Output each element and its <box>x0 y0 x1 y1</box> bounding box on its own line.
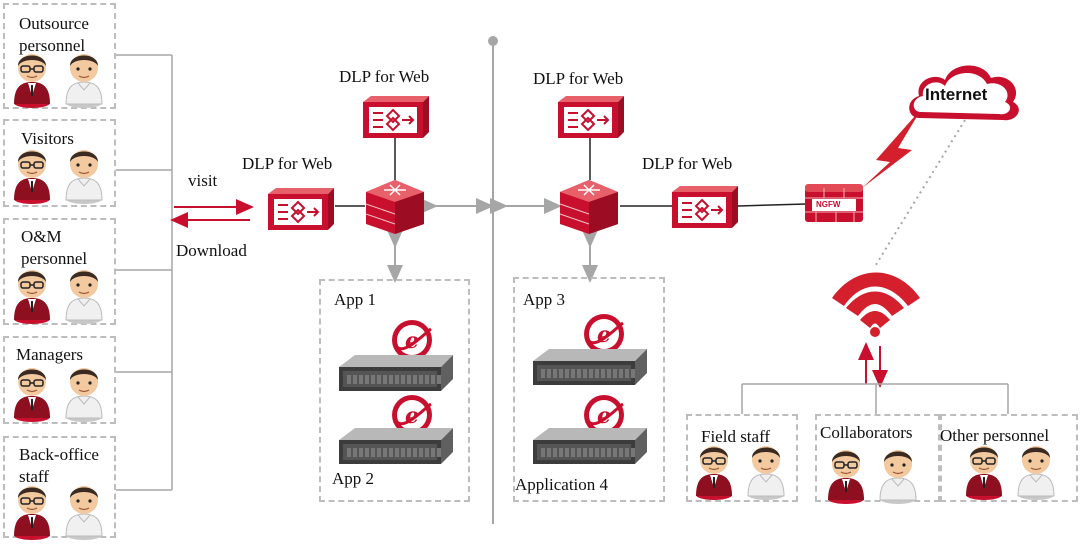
lightning-bolt <box>862 108 922 188</box>
remote-group-other: Other personnel <box>940 414 1078 502</box>
person-casual-icon <box>64 146 104 209</box>
internet-cloud: Internet <box>905 58 1023 124</box>
download-label: Download <box>176 241 247 260</box>
person-suit-icon <box>12 146 52 209</box>
browser-icon: e <box>583 394 625 441</box>
person-suit-icon <box>826 446 866 509</box>
person-suit-icon <box>12 482 52 545</box>
browser-icon: e <box>391 319 433 366</box>
user-group-managers: Managers <box>3 336 116 424</box>
core-switch-left <box>362 176 428 241</box>
dlp-device-top-right <box>556 94 624 145</box>
user-group-outsource: Outsource personnel <box>3 3 116 109</box>
app-label: App 3 <box>523 290 566 309</box>
dlp-label: DLP for Web <box>242 154 333 173</box>
internet-label: Internet <box>925 85 988 104</box>
ngfw-firewall: NGFW <box>804 182 864 224</box>
browser-icon: e <box>391 394 433 441</box>
user-group-visitors: Visitors <box>3 119 116 207</box>
dlp-label: DLP for Web <box>339 67 430 86</box>
user-group-label: Back-office staff <box>19 445 99 486</box>
user-group-label: O&M personnel <box>21 227 88 268</box>
browser-icon: e <box>583 313 625 360</box>
visit-label: visit <box>188 171 218 190</box>
app-label: Application 4 <box>515 475 609 494</box>
remote-group-field-staff: Field staff <box>686 414 798 502</box>
server-icon <box>531 426 649 471</box>
app-label: App 2 <box>332 469 375 488</box>
user-group-label: Outsource personnel <box>19 14 89 55</box>
remote-group-label: Collaborators <box>820 423 913 442</box>
wifi-access-point-icon <box>826 268 924 338</box>
server-icon <box>531 347 649 392</box>
person-casual-icon <box>64 50 104 113</box>
dlp-device-right <box>670 184 738 235</box>
person-casual-icon <box>1016 442 1056 505</box>
dlp-label: DLP for Web <box>642 154 733 173</box>
person-casual-icon <box>746 442 786 505</box>
person-suit-icon <box>964 442 1004 505</box>
person-suit-icon <box>12 364 52 427</box>
remote-group-bracket <box>741 383 1009 414</box>
app-zone-left: App 1 App 2 e e <box>319 279 470 502</box>
user-group-label: Visitors <box>21 129 74 148</box>
user-group-bracket <box>116 54 173 491</box>
person-casual-icon <box>64 364 104 427</box>
dlp-label: DLP for Web <box>533 69 624 88</box>
server-icon <box>337 353 455 398</box>
person-suit-icon <box>12 266 52 329</box>
remote-group-label: Other personnel <box>940 426 1050 445</box>
person-casual-icon <box>64 266 104 329</box>
app-zone-right: App 3 Application 4 e e <box>513 277 665 502</box>
user-group-om: O&M personnel <box>3 218 116 325</box>
remote-group-collaborators: Collaborators <box>815 414 940 502</box>
server-icon <box>337 426 455 471</box>
person-casual-icon <box>64 482 104 545</box>
person-suit-icon <box>12 50 52 113</box>
wireless-link <box>873 119 966 269</box>
ngfw-label: NGFW <box>816 200 841 209</box>
core-switch-right <box>556 176 622 241</box>
user-group-label: Managers <box>16 345 84 364</box>
person-suit-icon <box>694 442 734 505</box>
remote-group-label: Field staff <box>701 427 771 446</box>
person-casual-icon <box>878 446 918 509</box>
dlp-device-top-left <box>361 94 429 145</box>
app-label: App 1 <box>334 290 377 309</box>
dlp-device-left <box>266 186 334 237</box>
user-group-backoffice: Back-office staff <box>3 436 116 538</box>
